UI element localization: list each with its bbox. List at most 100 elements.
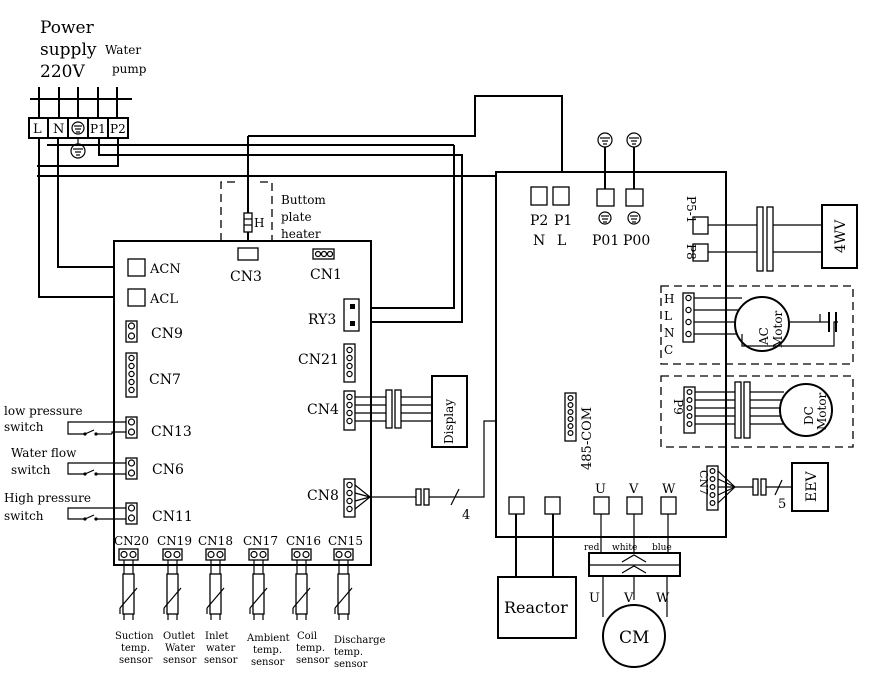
cn8-connector [343,478,356,518]
cn11-label: CN11 [152,509,193,525]
discharge-label-2: temp. [334,647,363,658]
p01-ground [596,132,615,225]
terminal-block: L N P1 P2 [28,87,132,139]
cn21-connector [343,343,356,383]
driver-board: P2 P1 N L P01 P00 [495,132,727,538]
ambient-label-2: temp. [253,645,282,656]
power-label-line1: Power [40,18,95,38]
fourwv-label: 4WV [833,219,849,253]
blue-wire-label: blue [652,543,672,553]
ry3-relay [343,298,360,332]
heater-h-label: H [254,216,264,230]
cm-u-label: U [589,591,600,606]
ac-pin-n: N [664,326,675,340]
com-cable: 4 [354,420,562,523]
u-label: U [595,482,606,497]
cn7-eev-connector [706,465,719,511]
ac-fan-motor: H L N C AC Motor [660,285,854,365]
high-switch-line1: High pressure [4,491,91,505]
ac-motor-line2: Motor [771,310,785,348]
cm-v-label: V [623,591,634,606]
cn7-connector [125,352,138,398]
p01-label: P01 [592,233,619,249]
compressor-motor: red white blue U V W CM [584,514,681,668]
cn3-label: CN3 [230,269,262,285]
cn16-label: CN16 [286,534,321,548]
coil-label-1: Coil [297,631,317,642]
ac-pin-l: L [664,309,672,323]
outlet-label-2: Water [165,643,195,654]
eev-label: EEV [804,471,820,502]
cn6-label: CN6 [152,462,184,478]
white-wire-label: white [612,543,637,553]
suction-sensor [119,560,138,620]
cn13-label: CN13 [151,424,192,440]
low-switch-line2: switch [4,420,44,434]
suction-label-1: Suction [115,631,154,642]
cn1-connector [312,248,335,260]
v-terminal [626,496,643,515]
suction-label-2: temp. [121,643,150,654]
reactor-label: Reactor [504,598,568,617]
heater-label-line2: plate [281,210,312,224]
outlet-sensor [163,560,182,620]
u-terminal [593,496,610,515]
flow-switch-line1: Water flow [11,446,77,460]
coil-sensor [292,560,311,620]
p8-label: P8 [684,244,698,260]
cn17-label: CN17 [243,534,278,548]
reactor: Reactor [497,514,577,639]
discharge-label-3: sensor [334,659,368,670]
p9-label: P9 [671,399,685,415]
cm-label: CM [619,628,649,648]
terminal-p2: P2 [110,122,126,136]
dc-motor-line1: DC [802,406,816,425]
low-pressure-switch: low pressure switch [4,404,126,436]
w-terminal [660,496,677,515]
heater-label-line3: heater [281,227,321,241]
four-way-valve: 4WV [708,204,858,272]
power-supply-label: Power supply 220V Water pump [40,18,147,82]
cn11-connector [125,502,138,525]
com-connector [564,392,577,442]
cn8-label: CN8 [307,488,339,504]
p1-terminal [552,186,570,206]
power-label-line2: supply [40,40,97,60]
terminal-l: L [33,122,42,137]
low-switch-line1: low pressure [4,404,83,418]
dc-motor-line2: Motor [815,392,829,430]
cn21-label: CN21 [298,352,339,368]
display-label: Display [442,399,456,444]
pump-label-line2: pump [112,62,147,76]
inlet-label-2: water [206,643,235,654]
cn9-connector [125,320,138,343]
water-flow-switch: Water flow switch [11,446,126,477]
acn-label: ACN [149,262,181,277]
coil-label-3: sensor [296,655,330,666]
eev-valve: 5 EEV [717,462,829,512]
ambient-label-1: Ambient [246,633,290,644]
display-unit: Display [355,375,468,448]
inlet-label-1: Inlet [205,631,229,642]
p9-connector [683,386,696,434]
b2-cn7-label: CN7 [697,470,710,495]
cn15-label: CN15 [328,534,363,548]
discharge-sensor [334,560,353,620]
heater-label-line1: Buttom [281,193,326,207]
high-pressure-switch: High pressure switch [4,491,126,523]
power-wires [37,95,563,323]
ambient-sensor [249,560,268,620]
p00-label: P00 [623,233,650,249]
outlet-label-1: Outlet [163,631,195,642]
b2-l-label: L [557,233,566,249]
inlet-sensor [206,560,225,620]
acn-terminal [127,258,146,277]
b2-n-label: N [533,233,545,249]
cn19-label: CN19 [157,534,192,548]
suction-label-3: sensor [119,655,153,666]
inlet-label-3: sensor [204,655,238,666]
ground-icon [70,138,86,159]
cn6-connector [125,457,138,480]
discharge-label-1: Discharge [334,635,386,646]
control-board: ACN ACL CN3 CN1 RY3 CN9 [113,240,372,566]
